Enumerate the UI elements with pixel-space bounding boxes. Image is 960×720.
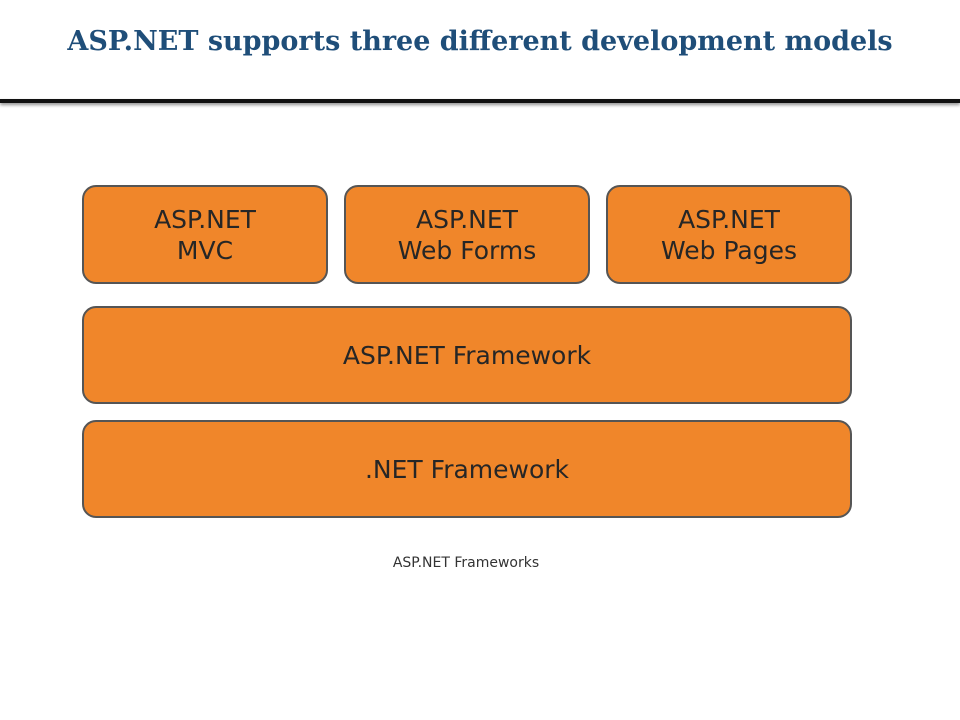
box-dotnet-framework-label: .NET Framework <box>364 454 570 484</box>
box-aspnet-web-pages-line1: ASP.NET <box>678 204 780 234</box>
box-aspnet-framework: ASP.NET Framework <box>82 306 852 404</box>
box-aspnet-mvc: ASP.NET MVC <box>82 185 328 284</box>
box-aspnet-web-forms-line1: ASP.NET <box>416 204 518 234</box>
box-aspnet-mvc-line1: ASP.NET <box>154 204 256 234</box>
slide-title: ASP.NET supports three different develop… <box>67 26 893 57</box>
box-aspnet-mvc-line2: MVC <box>176 235 234 265</box>
diagram-caption: ASP.NET Frameworks <box>392 555 540 571</box>
box-aspnet-web-forms: ASP.NET Web Forms <box>344 185 590 284</box>
box-aspnet-framework-label: ASP.NET Framework <box>342 340 592 370</box>
box-aspnet-web-pages-line2: Web Pages <box>661 235 797 265</box>
box-dotnet-framework: .NET Framework <box>82 420 852 518</box>
box-aspnet-web-pages: ASP.NET Web Pages <box>606 185 852 284</box>
title-divider <box>0 99 960 103</box>
box-aspnet-web-forms-line2: Web Forms <box>397 235 537 265</box>
